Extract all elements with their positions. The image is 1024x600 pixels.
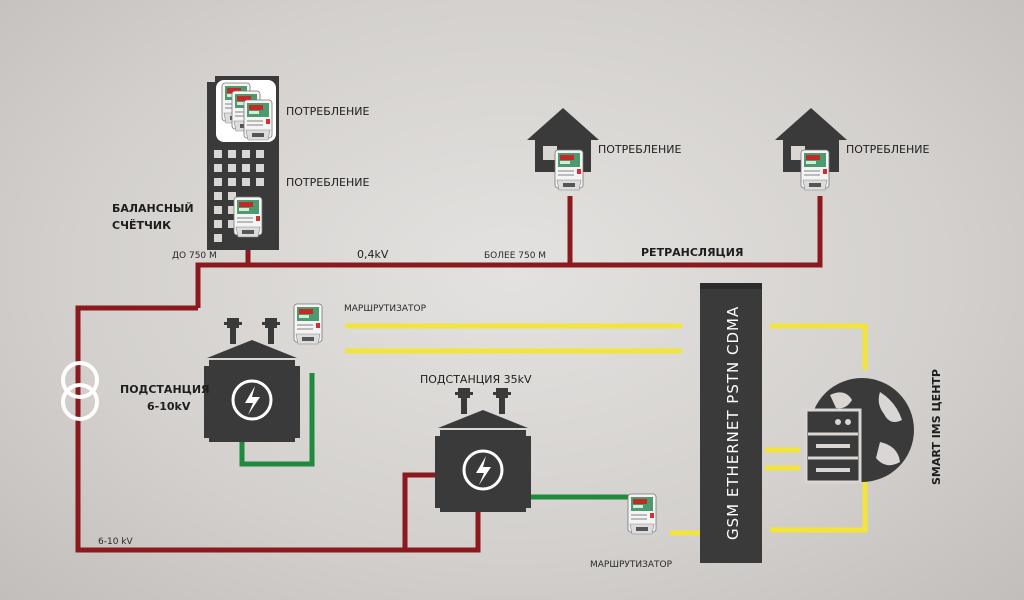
label-consumption-mid: ПОТРЕБЛЕНИЕ <box>286 176 370 189</box>
green-data-lines <box>239 373 628 500</box>
label-balance-meter-1: БАЛАНСНЫЙ <box>112 202 194 215</box>
label-retranslation: РЕТРАНСЛЯЦИЯ <box>641 246 743 259</box>
meter-icon <box>243 99 273 141</box>
substation-610-icon <box>202 316 302 444</box>
label-up-to-750: ДО 750 М <box>172 251 217 261</box>
label-substation-610-1: ПОДСТАНЦИЯ <box>120 383 210 396</box>
balance-meter-icon <box>233 196 263 238</box>
server-icon <box>804 408 862 484</box>
power-line-04kv-bus <box>195 196 823 308</box>
transformer-icon <box>61 361 99 421</box>
label-router-top: МАРШРУТИЗАТОР <box>344 304 427 314</box>
router-bottom-meter-icon <box>627 493 657 535</box>
substation-35-icon <box>433 386 533 514</box>
comm-channel-column <box>700 283 762 563</box>
label-voltage-610: 6-10 kV <box>98 537 133 547</box>
label-voltage-04: 0,4kV <box>357 248 389 261</box>
yellow-data-lines <box>345 323 868 536</box>
power-lines <box>75 196 823 553</box>
router-top-meter-icon <box>293 303 323 345</box>
label-consumption-house1: ПОТРЕБЛЕНИЕ <box>598 143 682 156</box>
meter-icon <box>800 149 830 191</box>
label-substation-610-2: 6-10kV <box>147 400 191 413</box>
label-balance-meter-2: СЧЁТЧИК <box>112 218 171 232</box>
power-line-610kv-loop <box>75 305 481 553</box>
meter-icon <box>554 149 584 191</box>
yellow-line-ims-bottom <box>770 482 868 533</box>
label-ims-center: SMART IMS ЦЕНТР <box>930 369 943 485</box>
label-consumption-house2: ПОТРЕБЛЕНИЕ <box>846 143 930 156</box>
label-router-bottom: МАРШРУТИЗАТОР <box>590 560 673 570</box>
yellow-line-ims-top <box>770 323 868 370</box>
label-comm-channel: GSM ETHERNET PSTN CDMA <box>724 306 742 540</box>
green-line-router-top <box>239 373 315 467</box>
label-consumption-top: ПОТРЕБЛЕНИЕ <box>286 105 370 118</box>
label-over-750: БОЛЕЕ 750 М <box>484 251 546 261</box>
power-line-35kv-link <box>402 472 440 550</box>
label-substation-35: ПОДСТАНЦИЯ 35kV <box>420 373 532 386</box>
